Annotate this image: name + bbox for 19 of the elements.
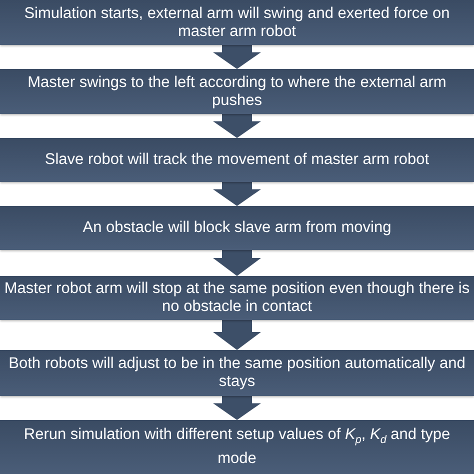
process-box — [0, 138, 474, 182]
arrow — [213, 114, 261, 138]
arrow — [213, 396, 261, 420]
arrow — [213, 45, 261, 69]
step-text: Master robot arm will stop at the same position even though there is no obstacle in contact — [3, 280, 471, 316]
process-box — [0, 206, 474, 250]
arrow — [213, 320, 261, 350]
process-box — [0, 0, 474, 45]
step-text: Slave robot will track the movement of master arm robot — [44, 151, 430, 169]
step-text: Master swings to the left according to where the external arm pushes — [26, 74, 448, 110]
arrow — [213, 250, 261, 276]
step-text: Both robots will adjust to be in the same position automatically and stays — [8, 355, 466, 391]
step-text: Simulation starts, external arm will swing and exerted force on master arm robot — [23, 4, 451, 40]
process-box — [0, 420, 474, 474]
arrow — [213, 182, 261, 206]
step-text: Rerun simulation with different setup values of K$_{p}$, K$_{d}$ and type mode — [22, 426, 452, 468]
step-text: An obstacle will block slave arm from moving — [82, 219, 392, 237]
process-box — [0, 350, 474, 396]
process-box — [0, 69, 474, 114]
